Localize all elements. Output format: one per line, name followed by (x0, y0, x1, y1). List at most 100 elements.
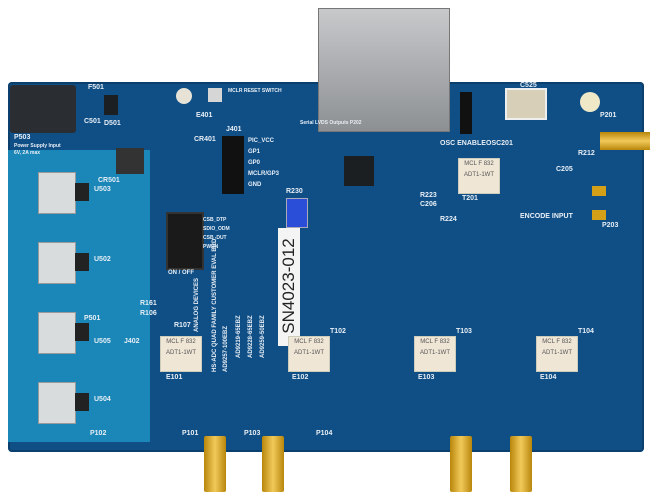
transformer-t103: MCL F 832 ADT1-1WT (414, 336, 456, 372)
transformer-t104: MCL F 832 ADT1-1WT (536, 336, 578, 372)
model: AD9259-50EBZ (260, 315, 266, 358)
ref-u505: U505 (94, 338, 111, 345)
transformer-t101: MCL F 832 ADT1-1WT (160, 336, 202, 372)
ref-p104: P104 (316, 430, 333, 437)
ref-r212: R212 (578, 150, 595, 157)
regulator-u505 (38, 312, 89, 354)
ref-c525: C525 (520, 82, 537, 89)
switch-label: SDIO_ODM (203, 226, 230, 232)
regulator-u502 (38, 242, 89, 284)
ref-r161: R161 (140, 300, 157, 307)
ref-u502: U502 (94, 256, 111, 263)
ref-r223: R223 (420, 192, 437, 199)
ref-e101: E101 (166, 374, 183, 381)
encode-input-label: ENCODE INPUT (520, 213, 573, 220)
ref-u504: U504 (94, 396, 111, 403)
board-family: HS-ADC QUAD FAMILY CUSTOMER EVAL BRD. (212, 236, 218, 372)
header-label: MCLR/GP3 (248, 171, 280, 177)
power-jack[interactable] (10, 85, 76, 133)
ref-p501: P501 (84, 315, 101, 322)
transformer-text: MCL F 832 ADT1-1WT (542, 339, 572, 356)
sma-connector-p201[interactable] (600, 132, 650, 150)
transformer-text: MCL F 832 ADT1-1WT (420, 339, 450, 356)
switch-label: CSB_DTP (203, 217, 227, 223)
header-j401[interactable] (222, 136, 244, 194)
regulator-u503 (38, 172, 89, 214)
ref-p102: P102 (90, 430, 107, 437)
serial-number: SN4023-012 (279, 238, 298, 334)
brand-logo: ANALOG DEVICES (194, 277, 200, 332)
ref-cr401: CR401 (194, 136, 216, 143)
header-label: PIC_VCC (248, 138, 275, 144)
test-pad (592, 186, 606, 196)
ref-p201: P201 (600, 112, 617, 119)
ref-r230: R230 (286, 188, 303, 195)
ref-c205: C205 (556, 166, 573, 173)
header-label: GND (248, 182, 262, 188)
ref-e401: E401 (196, 112, 213, 119)
transformer-text: MCL F 832 ADT1-1WT (166, 339, 196, 356)
mounting-hole (580, 92, 600, 112)
model: AD9219-65EBZ (236, 315, 242, 358)
ref-f501: F501 (88, 84, 104, 91)
model: AD9257-100EBZ (223, 325, 229, 372)
mclr-reset-switch[interactable] (208, 88, 222, 102)
sma-connector-p105[interactable] (450, 436, 472, 492)
serial-label: SN4023-012 (278, 228, 300, 346)
potentiometer-r230[interactable] (286, 198, 308, 228)
header-name: J401 (226, 126, 242, 133)
ref-c501: C501 (84, 118, 101, 125)
test-pad (592, 210, 606, 220)
header-labels: PIC_VCC GP1 GP0 MCLR/GP3 GND (248, 136, 279, 191)
ref-c206: C206 (420, 201, 437, 208)
ref-cr501: CR501 (98, 177, 120, 184)
ref-r106: R106 (140, 310, 157, 317)
power-spec: 6V, 2A max (14, 150, 41, 156)
ref-d501: D501 (104, 120, 121, 127)
transformer-t201: MCL F 832 ADT1-1WT (458, 158, 500, 194)
transformer-t102: MCL F 832 ADT1-1WT (288, 336, 330, 372)
power-label: Power Supply Input (14, 143, 61, 149)
sma-connector-p107[interactable] (510, 436, 532, 492)
sma-connector-p101[interactable] (204, 436, 226, 492)
mounting-hole (176, 88, 192, 104)
ref-p103: P103 (244, 430, 261, 437)
ref-p101: P101 (182, 430, 199, 437)
ref-e104: E104 (540, 374, 557, 381)
regulator-u504 (38, 382, 89, 424)
ic-u201 (344, 156, 374, 186)
model: AD9228-65EBZ (248, 315, 254, 358)
switch-label: CSB_DUT (203, 235, 227, 241)
oscillator (505, 88, 547, 120)
ref-t102: T102 (330, 328, 346, 335)
sma-connector-p103[interactable] (262, 436, 284, 492)
power-input-ref: P503 (14, 134, 31, 141)
switch-labels: CSB_DTP SDIO_ODM CSB_DUT PWDN (203, 216, 230, 252)
ref-u503: U503 (94, 186, 111, 193)
header-label: GP0 (248, 160, 261, 166)
lvds-connector-p202[interactable] (318, 8, 450, 132)
schottky-sk33 (116, 148, 144, 174)
dip-switch[interactable] (166, 212, 204, 270)
transformer-text: MCL F 832 ADT1-1WT (294, 339, 324, 356)
ref-r107: R107 (174, 322, 191, 329)
ref-p203: P203 (602, 222, 619, 229)
osc-enable-label: OSC ENABLE (440, 140, 486, 147)
osc-enable-jumper[interactable] (460, 92, 472, 134)
ref-r224: R224 (440, 216, 457, 223)
ref-t104: T104 (578, 328, 594, 335)
header-label: GP1 (248, 149, 261, 155)
ref-e102: E102 (292, 374, 309, 381)
switch-label: PWDN (203, 244, 219, 250)
transformer-text: MCL F 832 ADT1-1WT (464, 161, 494, 178)
diode-d501 (104, 95, 118, 115)
lvds-label: Serial LVDS Outputs P202 (300, 120, 362, 126)
power-region (8, 150, 150, 442)
mclr-label: MCLR RESET SWITCH (228, 88, 282, 94)
ref-j402: J402 (124, 338, 140, 345)
osc-label: OSC201 (486, 140, 513, 147)
ref-t201: T201 (462, 195, 478, 202)
model-list: AD9257-100EBZ (222, 326, 231, 372)
switch-state: ON / OFF (168, 270, 194, 276)
ref-t103: T103 (456, 328, 472, 335)
